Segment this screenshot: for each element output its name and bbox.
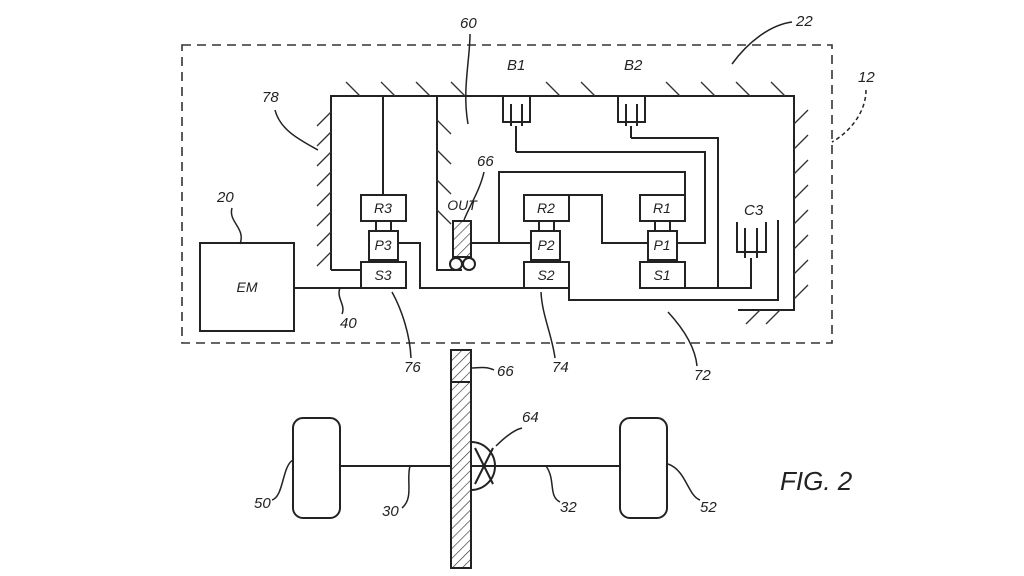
s2-label: S2 xyxy=(537,267,554,283)
reference-numerals: 20 78 60 22 12 66 40 76 74 72 66 64 50 3… xyxy=(216,13,875,520)
output-gear xyxy=(452,220,472,258)
ref-74: 74 xyxy=(552,359,569,376)
p3-label: P3 xyxy=(374,237,391,253)
p2-label: P2 xyxy=(537,237,554,253)
r3-label: R3 xyxy=(374,200,392,216)
r2-label: R2 xyxy=(537,200,555,216)
p1-label: P1 xyxy=(653,237,670,253)
figure-title: FIG. 2 xyxy=(780,466,853,496)
sun-gear-s3 xyxy=(360,261,407,289)
ref-30: 30 xyxy=(382,503,399,520)
b2-label: B2 xyxy=(624,57,643,74)
planet-carrier-p3 xyxy=(368,230,399,261)
ref-78: 78 xyxy=(262,89,279,106)
s3-label: S3 xyxy=(374,267,391,283)
s1-label: S1 xyxy=(653,267,670,283)
ref-66-bottom: 66 xyxy=(497,363,514,380)
ref-20: 20 xyxy=(216,189,234,206)
left-wheel xyxy=(292,417,341,519)
output-bearing-right xyxy=(462,257,476,271)
planet-carrier-p1 xyxy=(647,230,678,261)
ref-50: 50 xyxy=(254,495,271,512)
sun-gear-s2 xyxy=(523,261,570,289)
ref-40: 40 xyxy=(340,315,357,332)
differential xyxy=(470,441,496,491)
ref-64: 64 xyxy=(522,409,539,426)
output-bearing-left xyxy=(449,257,463,271)
em-label: EM xyxy=(237,279,258,295)
clutch-c3 xyxy=(736,222,767,258)
ref-52: 52 xyxy=(700,499,717,516)
ref-12: 12 xyxy=(858,69,875,86)
ring-gear-r2 xyxy=(523,194,570,222)
ref-76: 76 xyxy=(404,359,421,376)
housing xyxy=(316,81,809,325)
r1-label: R1 xyxy=(653,200,671,216)
right-wheel xyxy=(619,417,668,519)
ref-22: 22 xyxy=(795,13,813,30)
b1-label: B1 xyxy=(507,57,525,74)
brake-b1 xyxy=(502,96,531,152)
ring-gear-r1 xyxy=(639,194,686,222)
ring-gear-r3 xyxy=(360,194,407,222)
sun-gear-s1 xyxy=(639,261,686,289)
planet-carrier-p2 xyxy=(530,230,561,261)
c3-label: C3 xyxy=(744,202,764,219)
transmission-boundary xyxy=(181,44,833,344)
ref-66-top: 66 xyxy=(477,153,494,170)
ref-60: 60 xyxy=(460,15,477,32)
ref-72: 72 xyxy=(694,367,711,384)
electric-machine xyxy=(199,242,295,332)
brake-b2 xyxy=(617,96,646,138)
ref-32: 32 xyxy=(560,499,577,516)
final-drive-gear xyxy=(450,349,472,569)
out-label: OUT xyxy=(447,197,478,213)
